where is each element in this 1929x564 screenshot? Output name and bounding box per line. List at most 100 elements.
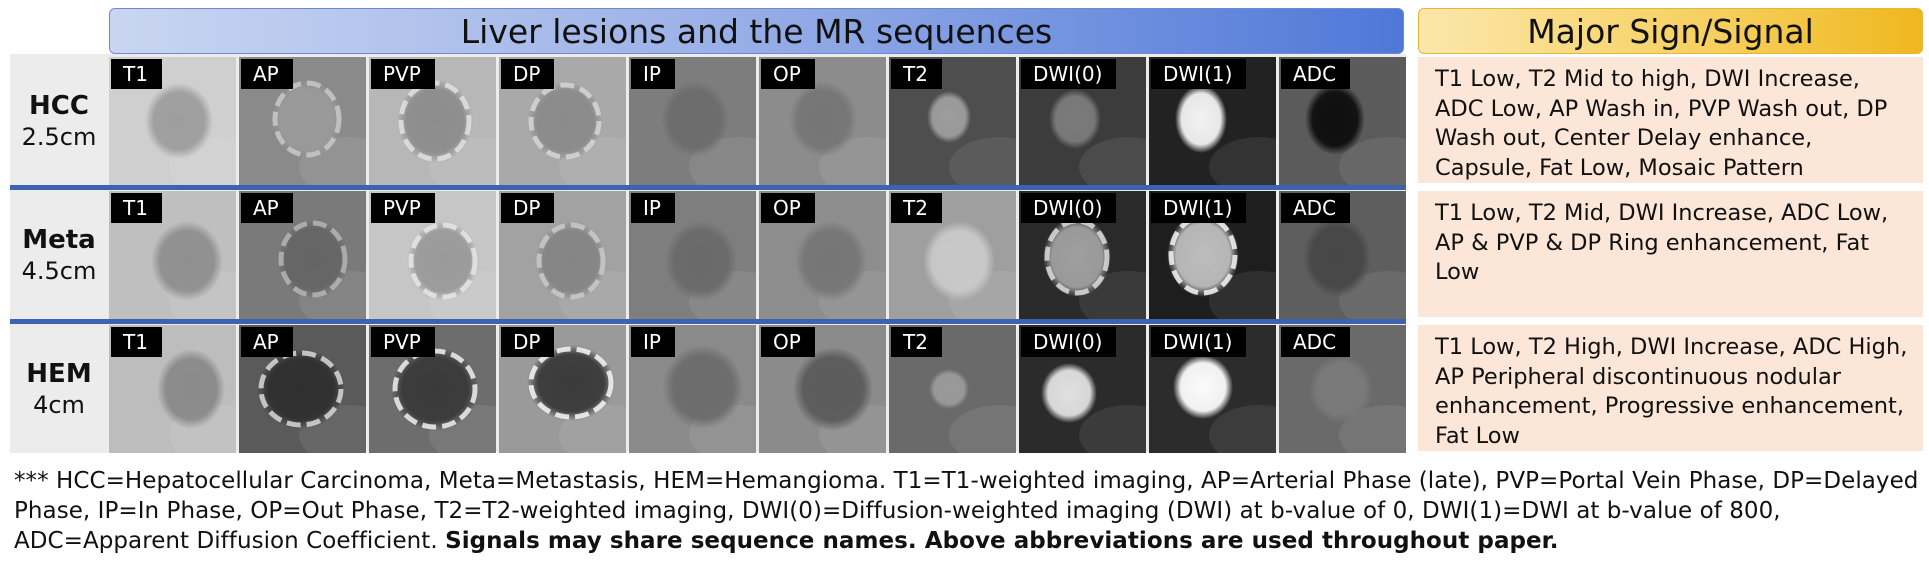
mr-image-hem-pvp: PVP: [369, 325, 496, 453]
sequence-tag: AP: [241, 193, 293, 223]
signs-header-title: Major Sign/Signal: [1527, 11, 1814, 51]
enhancement-ring: [278, 220, 348, 298]
lesion-shape: [661, 81, 729, 157]
mr-image-hem-t2: T2: [889, 325, 1016, 453]
lesion-shape: [397, 79, 473, 163]
lesion-shape: [1309, 355, 1373, 423]
enhancement-ring: [536, 222, 606, 300]
mr-image-hcc-pvp: PVP: [369, 57, 496, 185]
lesion-shape: [151, 221, 223, 301]
mr-image-hcc-op: OP: [759, 57, 886, 185]
lesion-shape: [1049, 89, 1101, 149]
mr-image-meta-adc: ADC: [1279, 191, 1406, 319]
lesion-shape: [929, 369, 969, 409]
mr-scan-graphic: [239, 191, 366, 319]
mr-image-hem-dp: DP: [499, 325, 626, 453]
lesion-size: 4.5cm: [21, 257, 97, 285]
mr-image-meta-dwi-0: DWI(0): [1019, 191, 1146, 319]
lesion-shape: [793, 347, 873, 431]
lesion-shape: [1041, 363, 1097, 423]
row-separator: [10, 319, 1406, 324]
lesion-shape: [277, 219, 349, 299]
mr-image-hcc-dwi-1: DWI(1): [1149, 57, 1276, 185]
sequences-header: Liver lesions and the MR sequences: [109, 8, 1404, 54]
lesion-label: Meta 4.5cm: [10, 191, 108, 319]
sign-panel-hem: T1 Low, T2 High, DWI Increase, ADC High,…: [1418, 325, 1923, 451]
lesion-shape: [1167, 213, 1239, 297]
row-separator: [10, 185, 1406, 190]
lesion-shape: [665, 221, 737, 301]
mr-image-meta-ip: IP: [629, 191, 756, 319]
signs-header: Major Sign/Signal: [1418, 8, 1923, 54]
lesion-shape: [1305, 83, 1365, 155]
lesion-label: HEM 4cm: [10, 325, 108, 453]
lesion-shape: [1173, 355, 1233, 419]
lesion-name: HCC: [29, 91, 89, 121]
mr-image-hem-op: OP: [759, 325, 886, 453]
mr-image-hcc-ip: IP: [629, 57, 756, 185]
sequence-tag: AP: [241, 327, 293, 357]
mr-scan-graphic: [239, 57, 366, 185]
enhancement-ring: [408, 222, 478, 300]
sequence-tag: DP: [501, 59, 555, 89]
lesion-shape: [789, 81, 857, 157]
mr-image-meta-dwi-1: DWI(1): [1149, 191, 1276, 319]
mr-image-hem-ap: AP: [239, 325, 366, 453]
sequence-tag: OP: [761, 59, 815, 89]
lesion-shape: [271, 79, 343, 159]
sequence-tag: IP: [631, 59, 675, 89]
sequence-tag: T2: [891, 327, 942, 357]
sequence-tag: DWI(0): [1021, 193, 1117, 223]
sign-panel-meta: T1 Low, T2 Mid, DWI Increase, ADC Low, A…: [1418, 191, 1923, 317]
sequence-tag: DWI(1): [1151, 193, 1247, 223]
lesion-shape: [527, 345, 615, 421]
enhancement-ring: [398, 80, 472, 162]
mr-image-meta-dp: DP: [499, 191, 626, 319]
sequence-tag: OP: [761, 193, 815, 223]
sign-text: T1 Low, T2 Mid, DWI Increase, ADC Low, A…: [1435, 200, 1889, 285]
sequence-tag: ADC: [1281, 327, 1351, 357]
mr-image-hem-dwi-1: DWI(1): [1149, 325, 1276, 453]
mr-image-hcc-adc: ADC: [1279, 57, 1406, 185]
lesion-shape: [1175, 85, 1227, 153]
sequence-tag: T2: [891, 193, 942, 223]
mr-scan-graphic: [239, 325, 366, 453]
sequence-tag: DP: [501, 327, 555, 357]
mr-scan-graphic: [1149, 325, 1276, 453]
enhancement-ring: [1044, 218, 1110, 296]
sign-text: T1 Low, T2 Mid to high, DWI Increase, AD…: [1435, 66, 1888, 181]
lesion-shape: [923, 221, 995, 301]
sequences-header-title: Liver lesions and the MR sequences: [460, 11, 1053, 51]
lesion-size: 4cm: [33, 391, 85, 419]
sequence-tag: T1: [111, 193, 162, 223]
sequence-tag: PVP: [371, 327, 435, 357]
mr-scan-graphic: [629, 57, 756, 185]
sequence-tag: DWI(1): [1151, 327, 1247, 357]
sequence-tag: T1: [111, 59, 162, 89]
lesion-shape: [927, 91, 971, 143]
lesion-shape: [795, 221, 867, 301]
footnote-bold-text: Signals may share sequence names. Above …: [445, 528, 1559, 554]
mr-image-hem-ip: IP: [629, 325, 756, 453]
lesion-shape: [663, 345, 743, 429]
enhancement-ring: [272, 80, 342, 158]
sequence-tag: ADC: [1281, 193, 1351, 223]
mr-image-meta-pvp: PVP: [369, 191, 496, 319]
sequence-tag: IP: [631, 327, 675, 357]
lesion-shape: [527, 81, 603, 161]
sequence-tag: T1: [111, 327, 162, 357]
enhancement-ring: [528, 346, 614, 420]
lesion-size: 2.5cm: [21, 123, 97, 151]
mr-image-hem-dwi-0: DWI(0): [1019, 325, 1146, 453]
sequence-tag: DP: [501, 193, 555, 223]
mr-image-hem-adc: ADC: [1279, 325, 1406, 453]
lesion-shape: [535, 221, 607, 301]
enhancement-ring: [392, 348, 478, 430]
sequence-tag: T2: [891, 59, 942, 89]
sequence-tag: DWI(0): [1021, 59, 1117, 89]
enhancement-ring: [528, 82, 602, 160]
mr-image-hcc-t1: T1: [109, 57, 236, 185]
